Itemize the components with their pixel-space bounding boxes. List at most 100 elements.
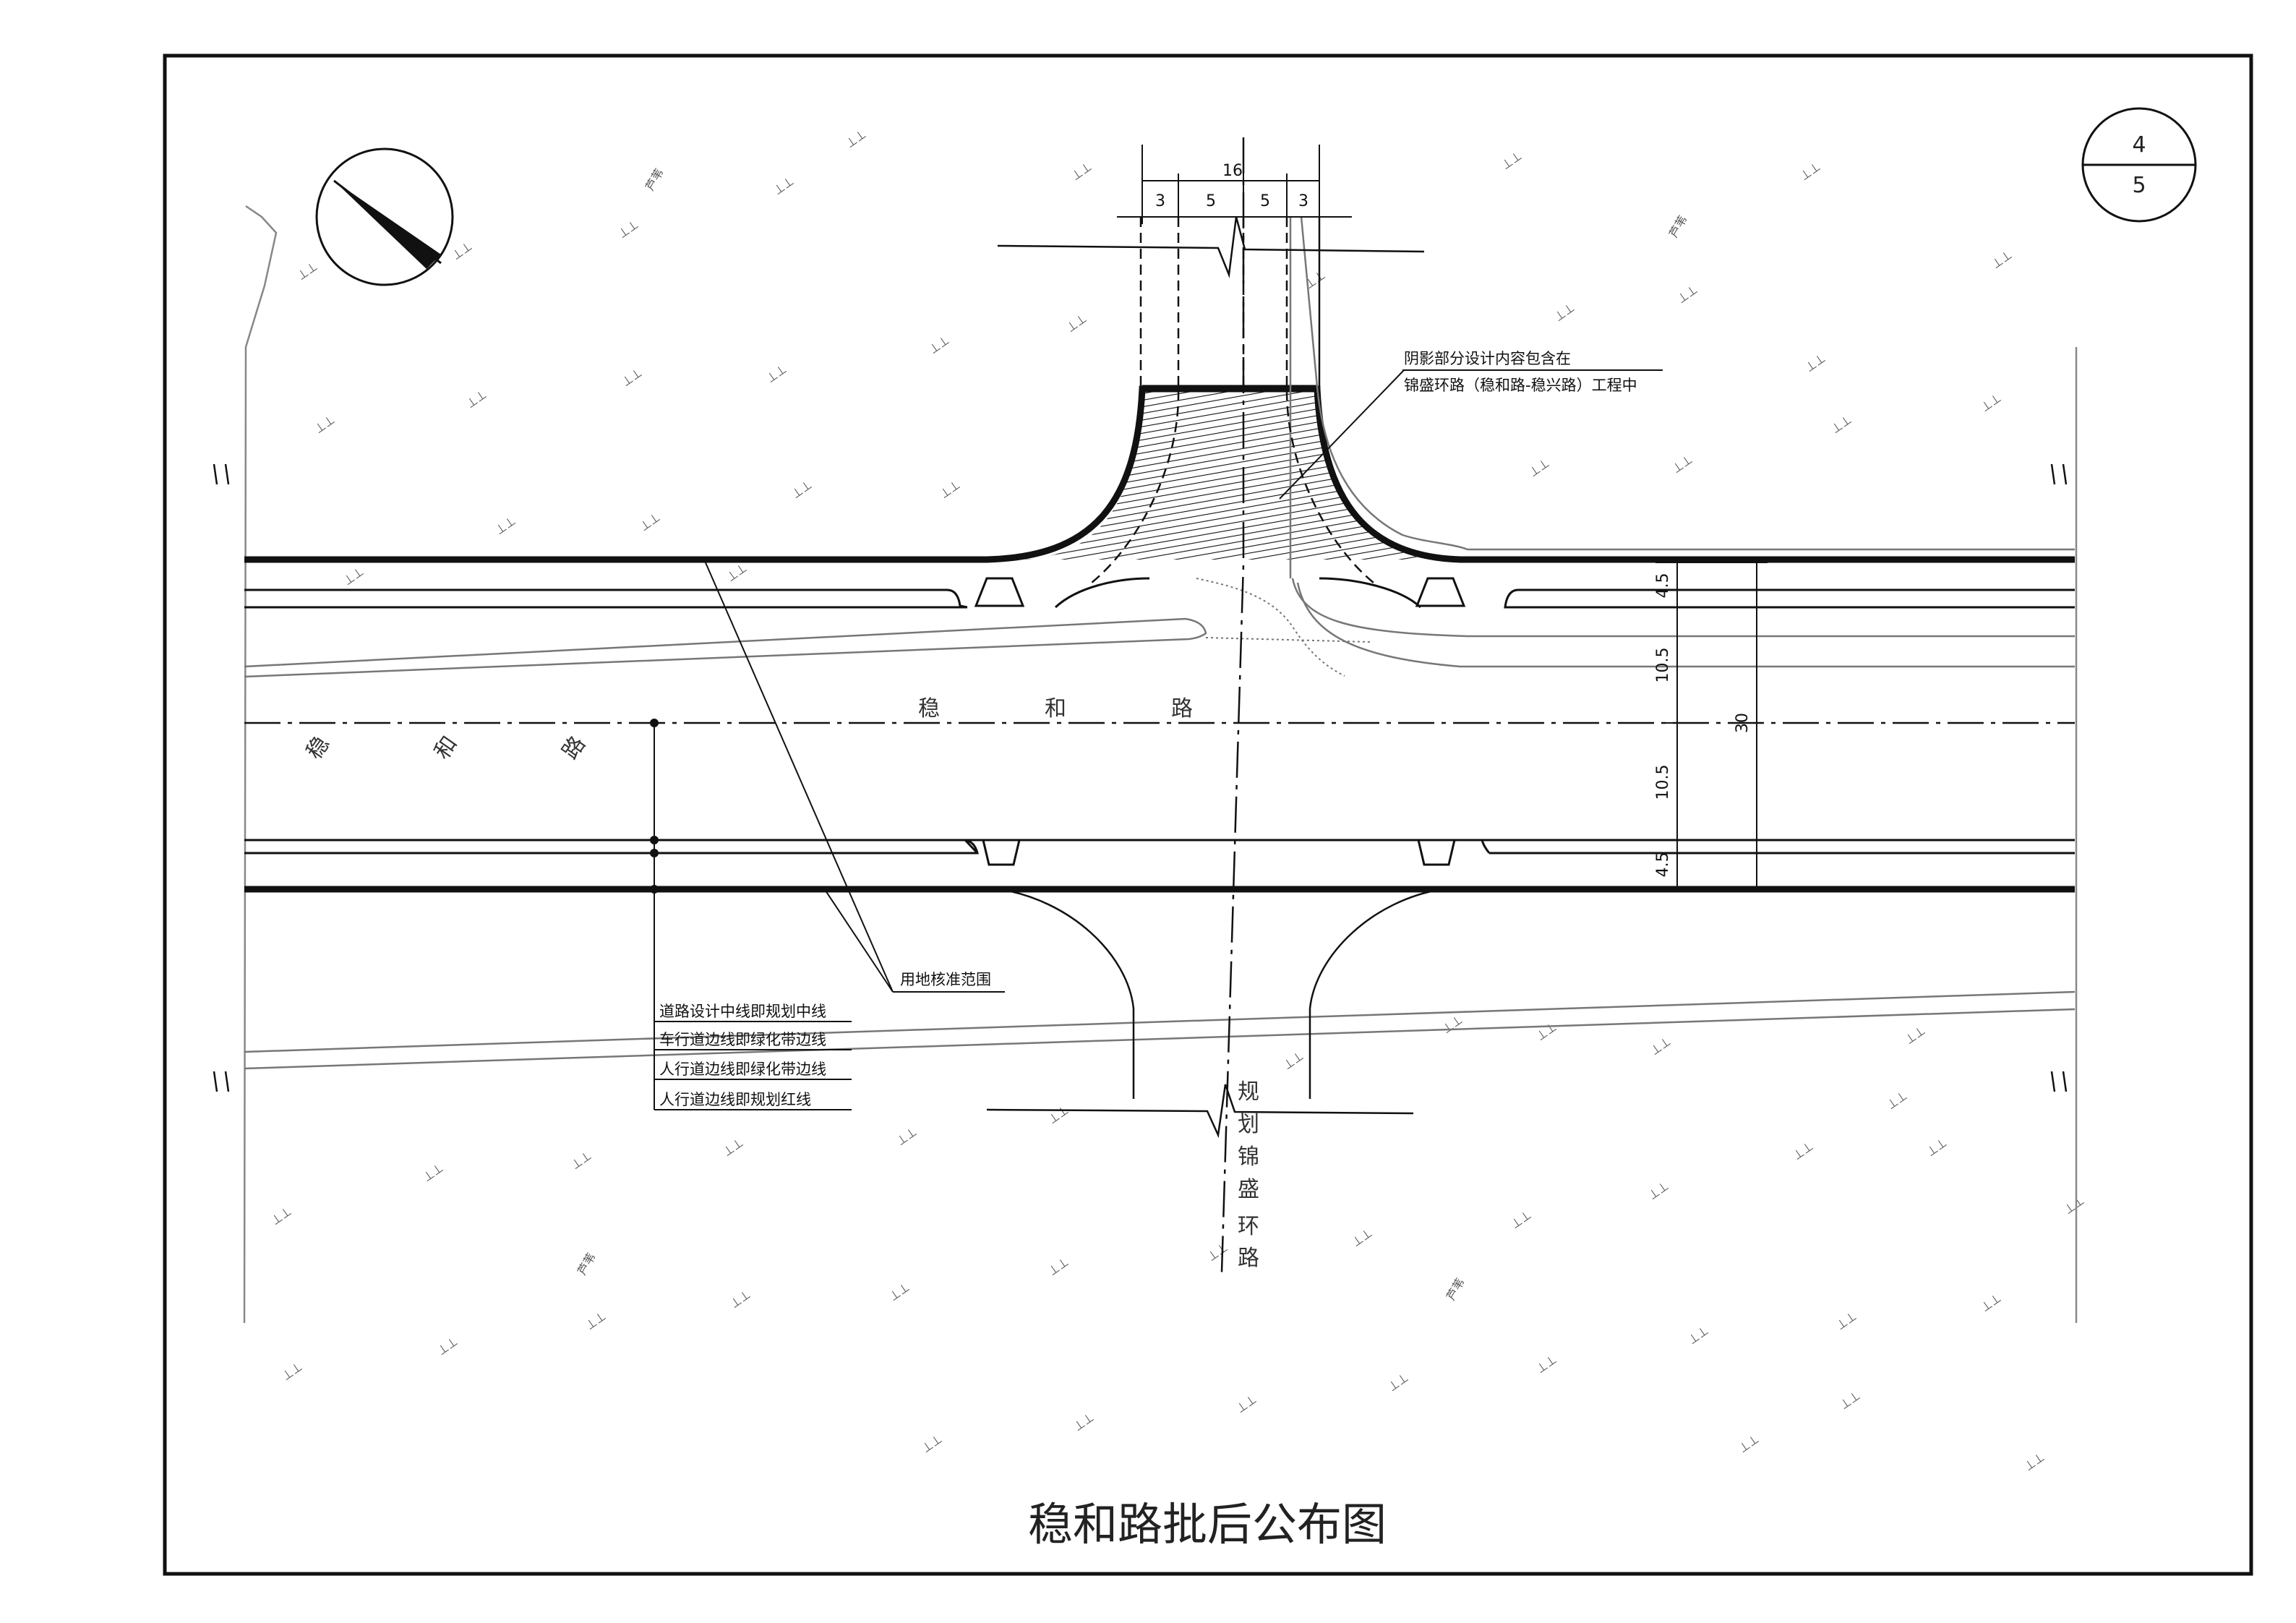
dim-right-part: 10.5: [1654, 765, 1672, 800]
dim-right-part: 4.5: [1654, 573, 1672, 599]
marsh-symbol: ⊥⊥: [1790, 1139, 1816, 1163]
road-char: 和: [1045, 696, 1066, 721]
marsh-symbol: ⊥⊥: [1045, 1255, 1071, 1279]
marsh-symbol: ⊥⊥: [720, 1136, 746, 1160]
cross-road-label: 规 划 锦 盛 环 路: [1238, 1079, 1259, 1271]
road-char: 路: [1238, 1246, 1259, 1271]
legend-item: 道路设计中线即规划中线: [659, 1003, 826, 1020]
shaded-note: 阴影部分设计内容包含在 锦盛环路（稳和路-稳兴路）工程中: [1279, 350, 1663, 500]
marsh-symbol: ⊥⊥: [1508, 1208, 1534, 1232]
marsh-symbol: ⊥⊥: [1978, 391, 2004, 415]
legend-item: 人行道边线即规划红线: [659, 1091, 811, 1108]
dim-top-total: 16: [1222, 162, 1243, 180]
marsh-symbol: ⊥⊥: [1837, 1389, 1863, 1413]
road-char: 稳: [301, 732, 335, 764]
marsh-symbol: ⊥⊥: [727, 1288, 753, 1311]
marsh-symbol: ⊥⊥: [583, 1309, 609, 1333]
marsh-symbol: ⊥⊥: [1349, 1226, 1375, 1250]
marsh-symbol: ⊥⊥: [1924, 1136, 1950, 1160]
shaded-note-line2: 锦盛环路（稳和路-稳兴路）工程中: [1404, 377, 1637, 394]
marsh-symbol: ⊥⊥: [1978, 1291, 2004, 1315]
main-road-outline: [244, 385, 2075, 893]
marsh-symbol: ⊥⊥: [1045, 1103, 1071, 1127]
north-arrow: [315, 147, 454, 286]
dim-right-part: 4.5: [1654, 852, 1672, 878]
drawing-title: 稳和路批后公布图: [1028, 1498, 1387, 1551]
reed-label: 芦苇: [1444, 1276, 1467, 1303]
land-range-callout: 用地核准范围: [704, 560, 1005, 993]
road-char: 稳: [918, 696, 940, 721]
marsh-symbol: ⊥⊥: [886, 1280, 912, 1304]
road-char: 路: [557, 732, 591, 764]
dim-top-part: 5: [1260, 192, 1270, 210]
marsh-symbol: ⊥⊥: [1551, 301, 1577, 325]
existing-road-lines: [244, 216, 2076, 1070]
marsh-symbol: ⊥⊥: [615, 218, 641, 241]
legend: 道路设计中线即规划中线 车行道边线即绿化带边线 人行道边线即绿化带边线 人行道边…: [650, 719, 852, 1110]
right-dimension-labels: 4.5 10.5 10.5 4.5 30: [1654, 573, 1752, 878]
marsh-symbol: ⊥⊥: [843, 127, 869, 151]
marsh-symbol: ⊥⊥: [1645, 1179, 1671, 1203]
marsh-symbol: ⊥⊥: [1063, 312, 1089, 335]
marsh-symbol: ⊥⊥: [1902, 1024, 1928, 1048]
road-char: 和: [429, 732, 463, 764]
marsh-symbol: ⊥⊥: [449, 239, 475, 263]
marsh-symbol: ⊥⊥: [919, 1432, 945, 1456]
sheet-number: 4: [2132, 132, 2146, 158]
marsh-symbol: ⊥⊥: [1685, 1324, 1711, 1348]
marsh-symbol: ⊥⊥: [1833, 1309, 1859, 1333]
legend-item: 人行道边线即绿化带边线: [659, 1061, 826, 1078]
main-road-label-upper: 稳 和 路: [918, 696, 1193, 721]
marsh-symbol: ⊥⊥: [312, 413, 338, 437]
break-marks: [213, 463, 2068, 1092]
cross-road-south: [986, 888, 1443, 1139]
road-char: 锦: [1238, 1144, 1259, 1170]
road-char: 划: [1238, 1112, 1259, 1137]
drawing-frame: [163, 53, 2253, 1576]
marsh-symbol: ⊥⊥: [1233, 1392, 1259, 1416]
sidewalk-lines: [244, 577, 2075, 866]
marsh-symbol: ⊥⊥: [1669, 453, 1695, 476]
center-lines: [244, 137, 2075, 1273]
dim-top-part: 3: [1298, 192, 1308, 210]
marsh-symbol: ⊥⊥: [789, 478, 815, 502]
cross-road-north: [997, 216, 1425, 586]
marsh-symbol: ⊥⊥: [763, 362, 789, 386]
marsh-symbol: ⊥⊥: [294, 260, 320, 283]
marsh-symbol: ⊥⊥: [568, 1149, 594, 1173]
marsh-symbol: ⊥⊥: [1526, 456, 1552, 480]
shaded-design-area: [1023, 389, 1452, 560]
land-range-label: 用地核准范围: [900, 971, 991, 988]
marsh-symbol: ⊥⊥: [1802, 351, 1828, 375]
right-dimensions: [1655, 562, 1768, 888]
dotted-lines: [1196, 578, 1371, 677]
dim-right-part: 10.5: [1654, 648, 1672, 683]
marsh-symbol: ⊥⊥: [2061, 1194, 2087, 1217]
marsh-symbol: ⊥⊥: [771, 174, 797, 198]
marsh-symbol: ⊥⊥: [1385, 1371, 1411, 1395]
road-char: 环: [1238, 1214, 1259, 1239]
dim-right-total: 30: [1734, 713, 1752, 733]
marsh-symbol: ⊥⊥: [937, 478, 963, 502]
legend-item: 车行道边线即绿化带边线: [659, 1031, 826, 1048]
marsh-symbol: ⊥⊥: [1797, 160, 1823, 184]
reed-label: 芦苇: [643, 166, 666, 193]
reed-label: 芦苇: [1666, 213, 1689, 240]
marsh-symbol: ⊥⊥: [1989, 248, 2015, 272]
boundary-lines: [243, 205, 2078, 1324]
marsh-symbol: ⊥⊥: [1884, 1089, 1910, 1113]
marsh-symbol: ⊥⊥: [926, 333, 952, 357]
marsh-symbol: ⊥⊥: [1439, 1013, 1465, 1037]
marsh-symbol: ⊥⊥: [724, 561, 750, 585]
marsh-symbol: ⊥⊥: [420, 1161, 446, 1185]
shaded-note-line1: 阴影部分设计内容包含在: [1404, 350, 1571, 367]
marsh-symbol: ⊥⊥: [2021, 1450, 2047, 1474]
marsh-symbol: ⊥⊥: [492, 514, 518, 538]
dim-top-part: 3: [1155, 192, 1165, 210]
marsh-symbol: ⊥⊥: [619, 366, 645, 390]
reed-label: 芦苇: [575, 1251, 598, 1277]
marsh-symbol: ⊥⊥: [1071, 1410, 1097, 1434]
marsh-symbol: ⊥⊥: [1280, 1049, 1306, 1073]
dim-top-part: 5: [1206, 192, 1216, 210]
road-char: 规: [1238, 1079, 1259, 1105]
